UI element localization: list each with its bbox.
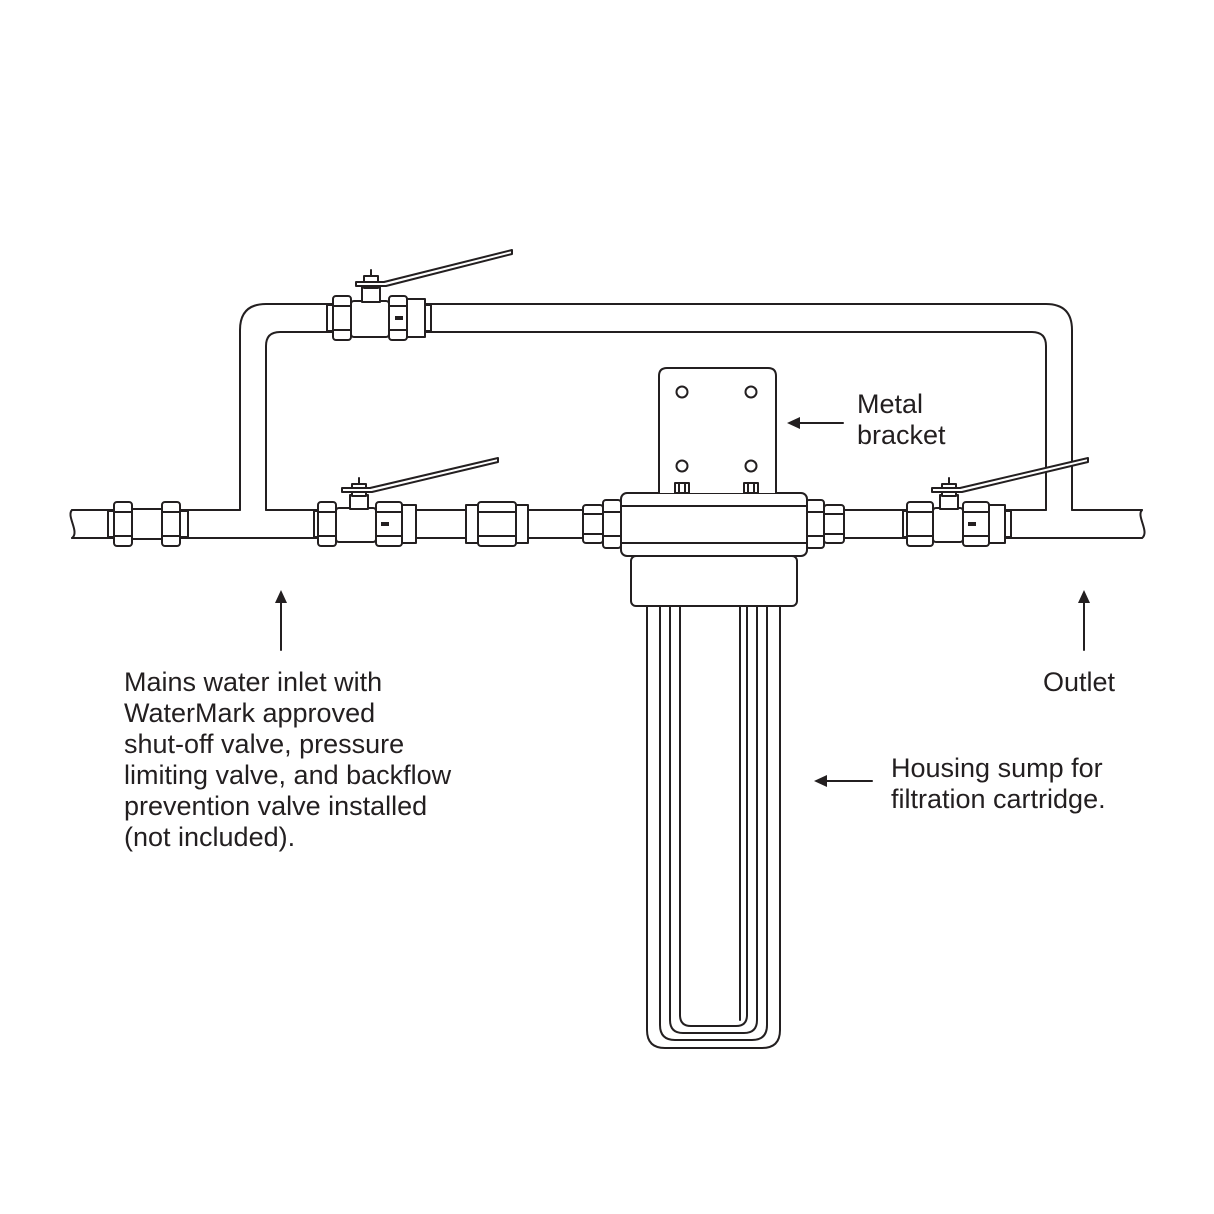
- housing-sump-label-line: Housing sump for: [891, 753, 1103, 783]
- outlet-label: Outlet: [1043, 667, 1116, 697]
- metal-bracket-label: Metal bracket: [857, 389, 946, 451]
- bypass-pipe: [240, 304, 1072, 510]
- metal-bracket-label-line: Metal: [857, 389, 924, 419]
- inlet-arrow: [275, 590, 287, 650]
- inlet-label-line: (not included).: [124, 822, 296, 852]
- bypass-ball-valve: [327, 250, 512, 340]
- pipe-coupling: [466, 502, 528, 546]
- outlet-ball-valve: [903, 458, 1088, 546]
- inlet-union-fitting: [108, 502, 188, 546]
- metal-bracket: [659, 368, 776, 493]
- inlet-label-line: prevention valve installed: [124, 791, 428, 821]
- sump-arrow: [814, 775, 872, 787]
- inlet-label-line: WaterMark approved: [124, 698, 376, 728]
- bracket-arrow: [787, 417, 843, 429]
- filter-head: [621, 493, 807, 606]
- housing-sump-label-line: filtration cartridge.: [891, 784, 1106, 814]
- inlet-label-line: limiting valve, and backflow: [124, 760, 452, 790]
- inlet-label-line: Mains water inlet with: [124, 667, 383, 697]
- housing-sump-label: Housing sump for filtration cartridge.: [891, 753, 1106, 815]
- inlet-ball-valve: [314, 458, 498, 546]
- metal-bracket-label-line: bracket: [857, 420, 946, 450]
- outlet-arrow: [1078, 590, 1090, 650]
- inlet-label: Mains water inlet with WaterMark approve…: [124, 667, 451, 853]
- inlet-label-line: shut-off valve, pressure: [124, 729, 405, 759]
- filter-sump: [647, 600, 780, 1048]
